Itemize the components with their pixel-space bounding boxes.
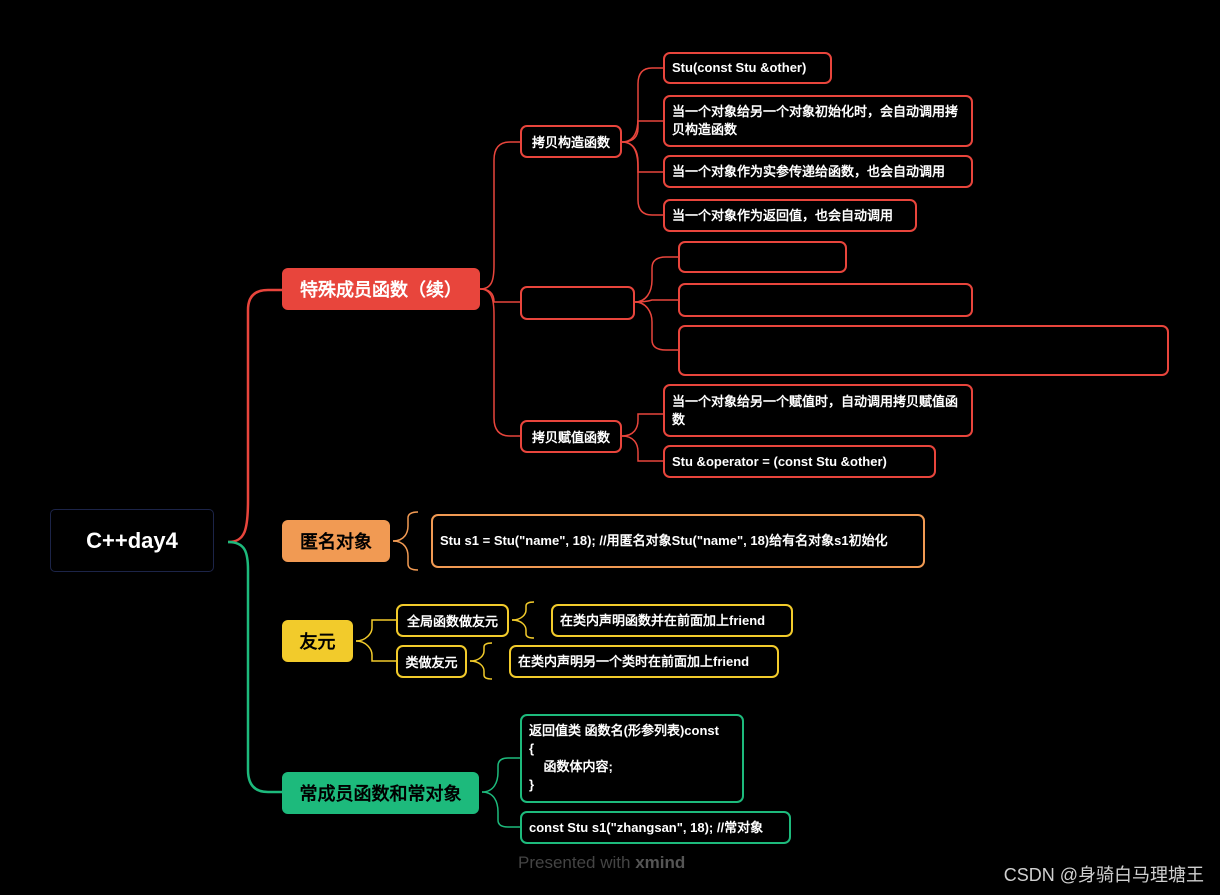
copy-assign-signature[interactable]: Stu &operator = (const Stu &other) [663,445,936,478]
deep-copy-code[interactable] [678,325,1169,376]
footer-prefix: Presented with [518,853,636,872]
topic-const-member[interactable]: 常成员函数和常对象 [282,772,479,814]
topic-friend[interactable]: 友元 [282,620,353,662]
const-object-example[interactable]: const Stu s1("zhangsan", 18); //常对象 [520,811,791,844]
topic-anonymous-object[interactable]: 匿名对象 [282,520,390,562]
topic-global-function-friend[interactable]: 全局函数做友元 [396,604,509,637]
copy-ctor-note-arg[interactable]: 当一个对象作为实参传递给函数，也会自动调用 [663,155,973,188]
shallow-copy-note[interactable] [678,241,847,273]
copy-ctor-note-init[interactable]: 当一个对象给另一个对象初始化时，会自动调用拷贝构造函数 [663,95,973,147]
copy-ctor-note-return[interactable]: 当一个对象作为返回值，也会自动调用 [663,199,917,232]
xmind-logo: xmind [635,853,686,872]
topic-class-friend[interactable]: 类做友元 [396,645,467,678]
copy-ctor-signature[interactable]: Stu(const Stu &other) [663,52,832,84]
footer-presented-with: Presented with xmind [518,853,685,873]
deep-copy-note[interactable] [678,283,973,317]
global-friend-note[interactable]: 在类内声明函数并在前面加上friend [551,604,793,637]
csdn-watermark: CSDN @身骑白马理塘王 [1003,865,1204,885]
class-friend-note[interactable]: 在类内声明另一个类时在前面加上friend [509,645,779,678]
topic-copy-assignment[interactable]: 拷贝赋值函数 [520,420,622,453]
anonymous-object-example[interactable]: Stu s1 = Stu("name", 18); //用匿名对象Stu("na… [431,514,925,568]
topic-copy-constructor[interactable]: 拷贝构造函数 [520,125,622,158]
root-topic[interactable]: C++day4 [50,509,214,572]
topic-special-member-functions[interactable]: 特殊成员函数（续） [282,268,480,310]
const-member-function-syntax[interactable]: 返回值类 函数名(形参列表)const { 函数体内容; } [520,714,744,803]
topic-shallow-deep-copy[interactable] [520,286,635,320]
copy-assign-note[interactable]: 当一个对象给另一个赋值时，自动调用拷贝赋值函数 [663,384,973,437]
